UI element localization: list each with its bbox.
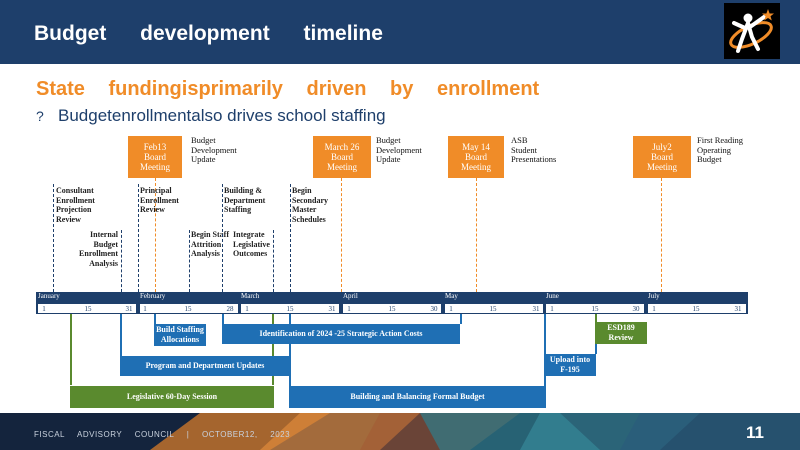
legislative-connector [272, 314, 274, 385]
month-segment [546, 304, 644, 313]
meeting-desc-march26: Budget Development Update [376, 135, 422, 164]
footer-decoration [150, 413, 800, 450]
day-tick: 31 [532, 305, 540, 313]
timeline-axis: January February March April May June Ju… [36, 292, 748, 314]
month-segment [445, 304, 543, 313]
meeting-desc-july2: First Reading Operating Budget [697, 135, 744, 164]
note-line [138, 184, 139, 292]
logo [724, 3, 780, 59]
day-tick: 1 [42, 305, 46, 313]
meeting-desc-feb13: Budget Development Update [191, 135, 237, 164]
budget-connector [544, 314, 546, 386]
note-line [273, 230, 274, 292]
month-label: April [343, 292, 358, 300]
bullet-point: ? Budgetenrollmentalso drives school staf… [36, 106, 386, 126]
identification-connector [222, 314, 224, 324]
meeting-line-march26 [341, 178, 342, 292]
header-bar: Budget development timeline [0, 0, 800, 64]
note-integrate-legislative: Integrate Legislative Outcomes [233, 230, 270, 258]
page-number: 11 [746, 423, 764, 442]
day-tick: 15 [388, 305, 396, 313]
note-line [53, 184, 54, 292]
note-consultant-enrollment: Consultant Enrollment Projection Review [56, 186, 95, 224]
note-begin-staff-attrition: Begin Staff Attrition Analysis [191, 230, 229, 258]
note-line [222, 184, 223, 292]
day-tick: 31 [328, 305, 336, 313]
day-tick: 30 [632, 305, 640, 313]
bar-upload-f195: Upload into F-195 [544, 354, 596, 376]
day-tick: 1 [245, 305, 249, 313]
month-segment [38, 304, 136, 313]
esd-connector [595, 314, 597, 322]
staffing-connector [154, 314, 156, 324]
day-tick: 15 [489, 305, 497, 313]
day-tick: 28 [226, 305, 234, 313]
day-tick: 1 [347, 305, 351, 313]
day-tick: 1 [652, 305, 656, 313]
day-tick: 31 [125, 305, 133, 313]
note-principal-enrollment: Principal Enrollment Review [140, 186, 179, 214]
day-tick: 1 [143, 305, 147, 313]
day-tick: 15 [591, 305, 599, 313]
month-label: February [140, 292, 166, 300]
bullet-marker: ? [36, 108, 44, 124]
footer-bar: FISCAL ADVISORY COUNCIL | OCTOBER12, 202… [0, 413, 800, 450]
note-begin-secondary: Begin Secondary Master Schedules [292, 186, 328, 224]
day-tick: 31 [734, 305, 742, 313]
note-line [121, 230, 122, 292]
day-tick: 15 [286, 305, 294, 313]
month-segment [140, 304, 238, 313]
day-tick: 15 [184, 305, 192, 313]
bar-legislative-session: Legislative 60-Day Session [70, 386, 274, 408]
day-tick: 1 [449, 305, 453, 313]
bar-identification: Identification of 2024 -25 Strategic Act… [222, 324, 460, 344]
note-internal-budget: Internal Budget Enrollment Analysis [79, 230, 118, 268]
program-connector [120, 314, 122, 356]
month-label: July [648, 292, 660, 300]
month-label: June [546, 292, 559, 300]
day-tick: 1 [550, 305, 554, 313]
headline: State fundingisprimarily driven by enrol… [36, 78, 540, 100]
month-segment [648, 304, 746, 313]
board-meeting-march26: March 26 Board Meeting [313, 136, 371, 178]
note-line [290, 184, 291, 292]
meeting-line-feb13 [155, 178, 156, 292]
meeting-desc-may14: ASB Student Presentations [511, 135, 557, 164]
budget-connector [289, 314, 291, 386]
month-segment [241, 304, 339, 313]
month-label: March [241, 292, 260, 300]
month-segment [343, 304, 441, 313]
board-meeting-may14: May 14 Board Meeting [448, 136, 504, 178]
bar-program-department: Program and Department Updates [120, 356, 290, 376]
bar-building-balancing: Building and Balancing Formal Budget [289, 386, 546, 408]
identification-connector [460, 314, 462, 324]
bar-build-staffing: Build Staffing Allocations [154, 324, 206, 346]
month-label: January [38, 292, 60, 300]
day-tick: 15 [692, 305, 700, 313]
board-meeting-feb13: Feb13 Board Meeting [128, 136, 182, 178]
day-tick: 15 [84, 305, 92, 313]
day-tick: 30 [430, 305, 438, 313]
legislative-connector [70, 314, 72, 385]
note-line [189, 230, 190, 292]
board-meeting-july2: July2 Board Meeting [633, 136, 691, 178]
footer-text: FISCAL ADVISORY COUNCIL | OCTOBER12, 202… [34, 430, 291, 439]
meeting-line-may14 [476, 178, 477, 292]
bullet-text: Budgetenrollmentalso drives school staff… [58, 106, 386, 125]
meeting-line-july2 [661, 178, 662, 292]
slide-title: Budget development timeline [34, 22, 383, 45]
note-building-department: Building & Department Staffing [224, 186, 266, 214]
month-label: May [445, 292, 458, 300]
bar-esd-review: ESD189 Review [595, 322, 647, 344]
